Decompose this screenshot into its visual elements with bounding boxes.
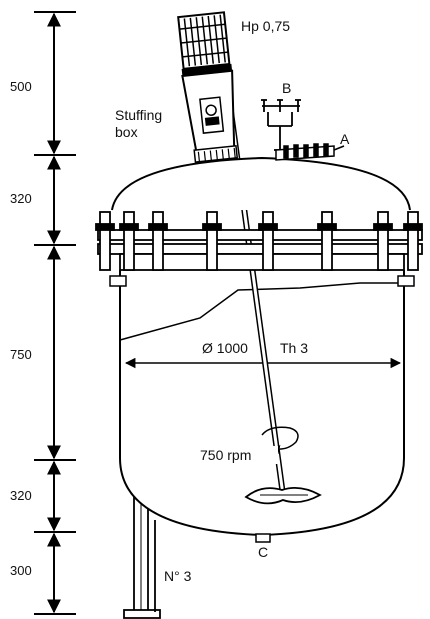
lug-left	[109, 275, 127, 287]
flange-lower	[97, 243, 423, 255]
coupling	[205, 104, 217, 116]
diameter-label: Ø 1000	[202, 340, 248, 356]
lug-right	[397, 275, 415, 287]
impeller-blades	[244, 486, 322, 505]
clamp-6	[317, 211, 337, 271]
clamp-2	[119, 211, 139, 271]
clamp-1	[95, 211, 115, 271]
top-head	[111, 156, 411, 211]
clamp-8	[403, 211, 423, 271]
motor-power-label: Hp 0,75	[241, 18, 290, 34]
dim-label-300: 300	[10, 563, 32, 578]
rotation-arrow	[261, 426, 299, 456]
liquid-level	[119, 282, 404, 341]
nozzle-a-label: A	[340, 131, 350, 147]
drive-unit	[177, 11, 239, 163]
leg-left-foot	[123, 609, 161, 619]
dimension-labels: 500 320 750 320 300	[2, 76, 48, 580]
flange	[97, 229, 423, 271]
motor-fins	[179, 14, 229, 67]
nozzle-b-label: B	[282, 80, 291, 96]
speed-label: 750 rpm	[200, 447, 251, 463]
dim-label-750: 750	[10, 347, 32, 362]
flange-collar	[119, 253, 405, 271]
nozzle-b	[261, 99, 301, 151]
flange-upper	[97, 229, 423, 241]
dim-label-320-bottom: 320	[10, 488, 32, 503]
legs-count-label: N° 3	[164, 568, 192, 584]
stuffing-box-label-line1: Stuffing	[115, 107, 162, 123]
coupling-hub	[204, 116, 220, 126]
dim-label-320-top: 320	[10, 191, 32, 206]
thickness-label: Th 3	[280, 340, 308, 356]
nozzle-a	[275, 143, 345, 161]
shell-lugs	[109, 275, 415, 287]
clamp-5	[258, 211, 278, 271]
dimension-chain	[34, 11, 76, 615]
dim-label-500: 500	[10, 79, 32, 94]
bottom-outlet-c	[255, 533, 271, 543]
clamp-3	[148, 211, 168, 271]
flange-clamps	[95, 211, 423, 271]
motor-flange	[181, 63, 233, 77]
clamp-4	[202, 211, 222, 271]
clamp-7	[373, 211, 393, 271]
stuffing-box-label-line2: box	[115, 124, 138, 140]
outlet-c-label: C	[258, 544, 268, 560]
